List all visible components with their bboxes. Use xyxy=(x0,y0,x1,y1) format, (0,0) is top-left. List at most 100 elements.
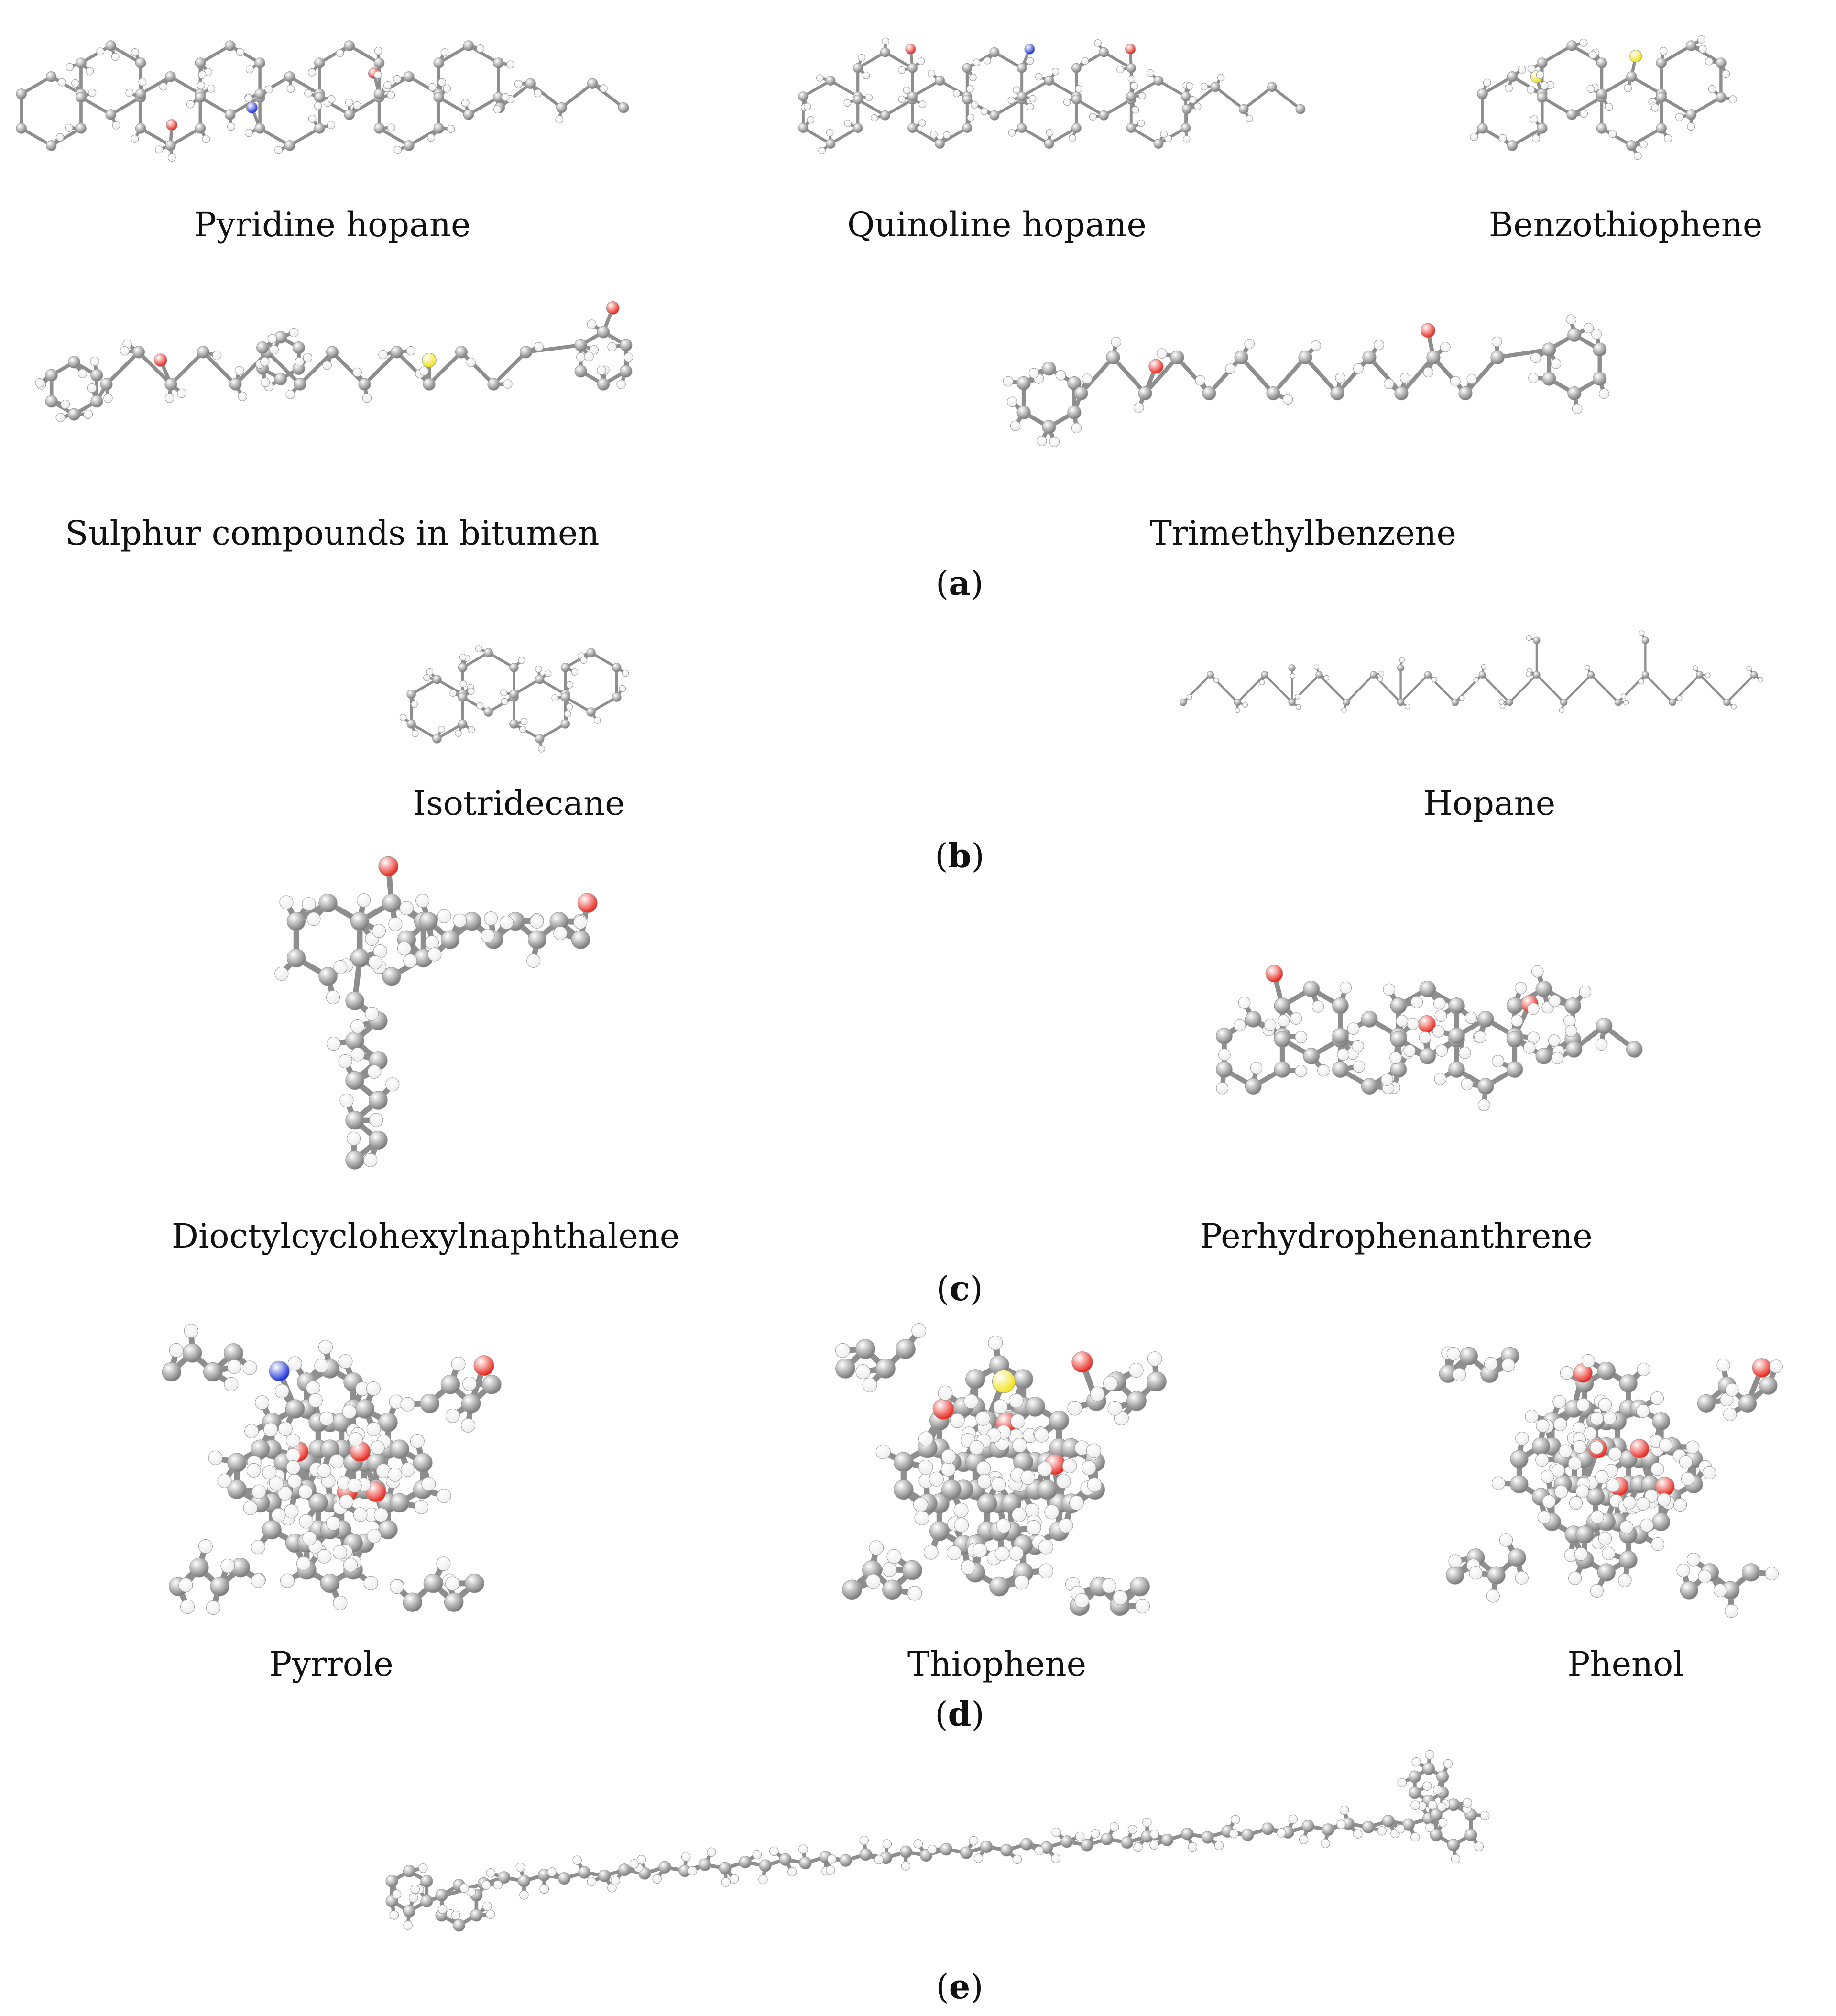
atom-h xyxy=(318,1340,333,1355)
atom-h xyxy=(244,129,253,137)
panel-label-a: (a) xyxy=(936,563,984,603)
atom-h xyxy=(539,1884,549,1894)
atom-h xyxy=(1554,1485,1568,1499)
bond xyxy=(201,350,238,386)
bond xyxy=(1481,674,1511,703)
atom-h xyxy=(1182,135,1191,143)
atom-h xyxy=(1353,1060,1365,1073)
atom-c xyxy=(935,139,945,149)
atom-h xyxy=(1128,1363,1144,1378)
atom-c xyxy=(1332,1028,1349,1044)
atom-h xyxy=(1423,367,1433,378)
atom-c xyxy=(314,57,325,68)
atom-h xyxy=(535,665,542,673)
atom-c xyxy=(1202,386,1216,401)
atom-h xyxy=(363,1576,378,1590)
atom-h xyxy=(1526,671,1531,677)
atom-h xyxy=(1548,1034,1561,1047)
bond xyxy=(513,678,541,696)
atom-h xyxy=(1011,1507,1027,1523)
atom-h xyxy=(103,394,113,403)
bond xyxy=(1495,347,1552,360)
bond xyxy=(169,127,202,147)
atom-c xyxy=(1419,1048,1436,1064)
atom-h xyxy=(244,1424,259,1439)
atom-c xyxy=(989,110,1000,121)
atom-h xyxy=(186,100,195,109)
atom-h xyxy=(1133,402,1144,413)
atom-h xyxy=(1341,707,1347,713)
atom-h xyxy=(923,1545,939,1560)
atom-o xyxy=(166,119,178,131)
atom-c xyxy=(586,707,596,717)
atom-c xyxy=(189,1557,209,1578)
atom-o xyxy=(1148,359,1164,374)
atom-c xyxy=(195,123,206,134)
atom-c xyxy=(1619,1374,1638,1393)
atom-h xyxy=(917,57,925,65)
atom-h xyxy=(263,1422,278,1437)
atom-c xyxy=(1459,1347,1478,1365)
bond xyxy=(1048,79,1078,98)
atom-c xyxy=(458,692,468,702)
atom-h xyxy=(1583,323,1594,334)
bond xyxy=(1239,355,1276,395)
atom-h xyxy=(629,1859,639,1869)
atom-h xyxy=(1157,348,1168,359)
panel-label-b: (b) xyxy=(935,836,984,876)
atom-h xyxy=(198,1539,213,1554)
atom-h xyxy=(1568,1457,1582,1470)
label-trimethylbenzene: Trimethylbenzene xyxy=(1149,514,1456,553)
bond xyxy=(884,51,914,70)
bond xyxy=(348,96,381,116)
atom-h xyxy=(758,1874,768,1885)
atom-c xyxy=(558,1872,571,1885)
atom-h xyxy=(1518,65,1526,74)
label-sulphur-compounds: Sulphur compounds in bitumen xyxy=(65,514,600,553)
label-phenol: Phenol xyxy=(1567,1644,1684,1684)
label-dioctylcyclohexylnaphthalene: Dioctylcyclohexylnaphthalene xyxy=(171,1216,680,1256)
atom-c xyxy=(403,1864,416,1878)
atom-h xyxy=(898,95,906,103)
atom-h xyxy=(1598,1532,1612,1545)
atom-h xyxy=(390,1579,404,1594)
atom-c xyxy=(308,1493,328,1513)
atom-h xyxy=(374,47,382,55)
atom-c xyxy=(1245,1078,1262,1095)
atom-h xyxy=(1020,1470,1036,1485)
atom-c xyxy=(1216,1061,1233,1078)
bond xyxy=(1270,85,1302,111)
atom-h xyxy=(343,1557,358,1572)
atom-h xyxy=(411,730,419,737)
bond xyxy=(436,723,464,740)
atom-h xyxy=(326,990,340,1005)
atom-c xyxy=(1508,1548,1526,1567)
atom-h xyxy=(1214,1841,1224,1851)
atom-h xyxy=(60,400,70,409)
atom-h xyxy=(180,1599,195,1614)
atom-h xyxy=(991,1477,1006,1492)
atom-c xyxy=(1531,1437,1551,1456)
bond xyxy=(1318,674,1348,703)
atom-h xyxy=(1618,1573,1632,1587)
atom-c xyxy=(1016,405,1031,420)
atom-h xyxy=(519,1890,529,1900)
atom-h xyxy=(350,1019,365,1034)
atom-h xyxy=(1038,1563,1053,1578)
atom-h xyxy=(262,1465,277,1480)
atom-h xyxy=(304,89,312,98)
atom-c xyxy=(1067,405,1082,420)
atom-h xyxy=(409,1893,418,1903)
atom-c xyxy=(90,369,103,382)
atom-h xyxy=(1459,695,1465,701)
atom-h xyxy=(383,81,392,89)
atom-h xyxy=(874,1855,884,1864)
atom-c xyxy=(1201,1831,1214,1844)
atom-h xyxy=(419,366,429,376)
atom-h xyxy=(1235,707,1240,713)
atom-h xyxy=(363,1153,378,1167)
bond xyxy=(437,96,470,116)
atom-h xyxy=(1290,673,1296,679)
molecule-pyrrole xyxy=(158,1324,502,1640)
atom-h xyxy=(500,689,507,696)
